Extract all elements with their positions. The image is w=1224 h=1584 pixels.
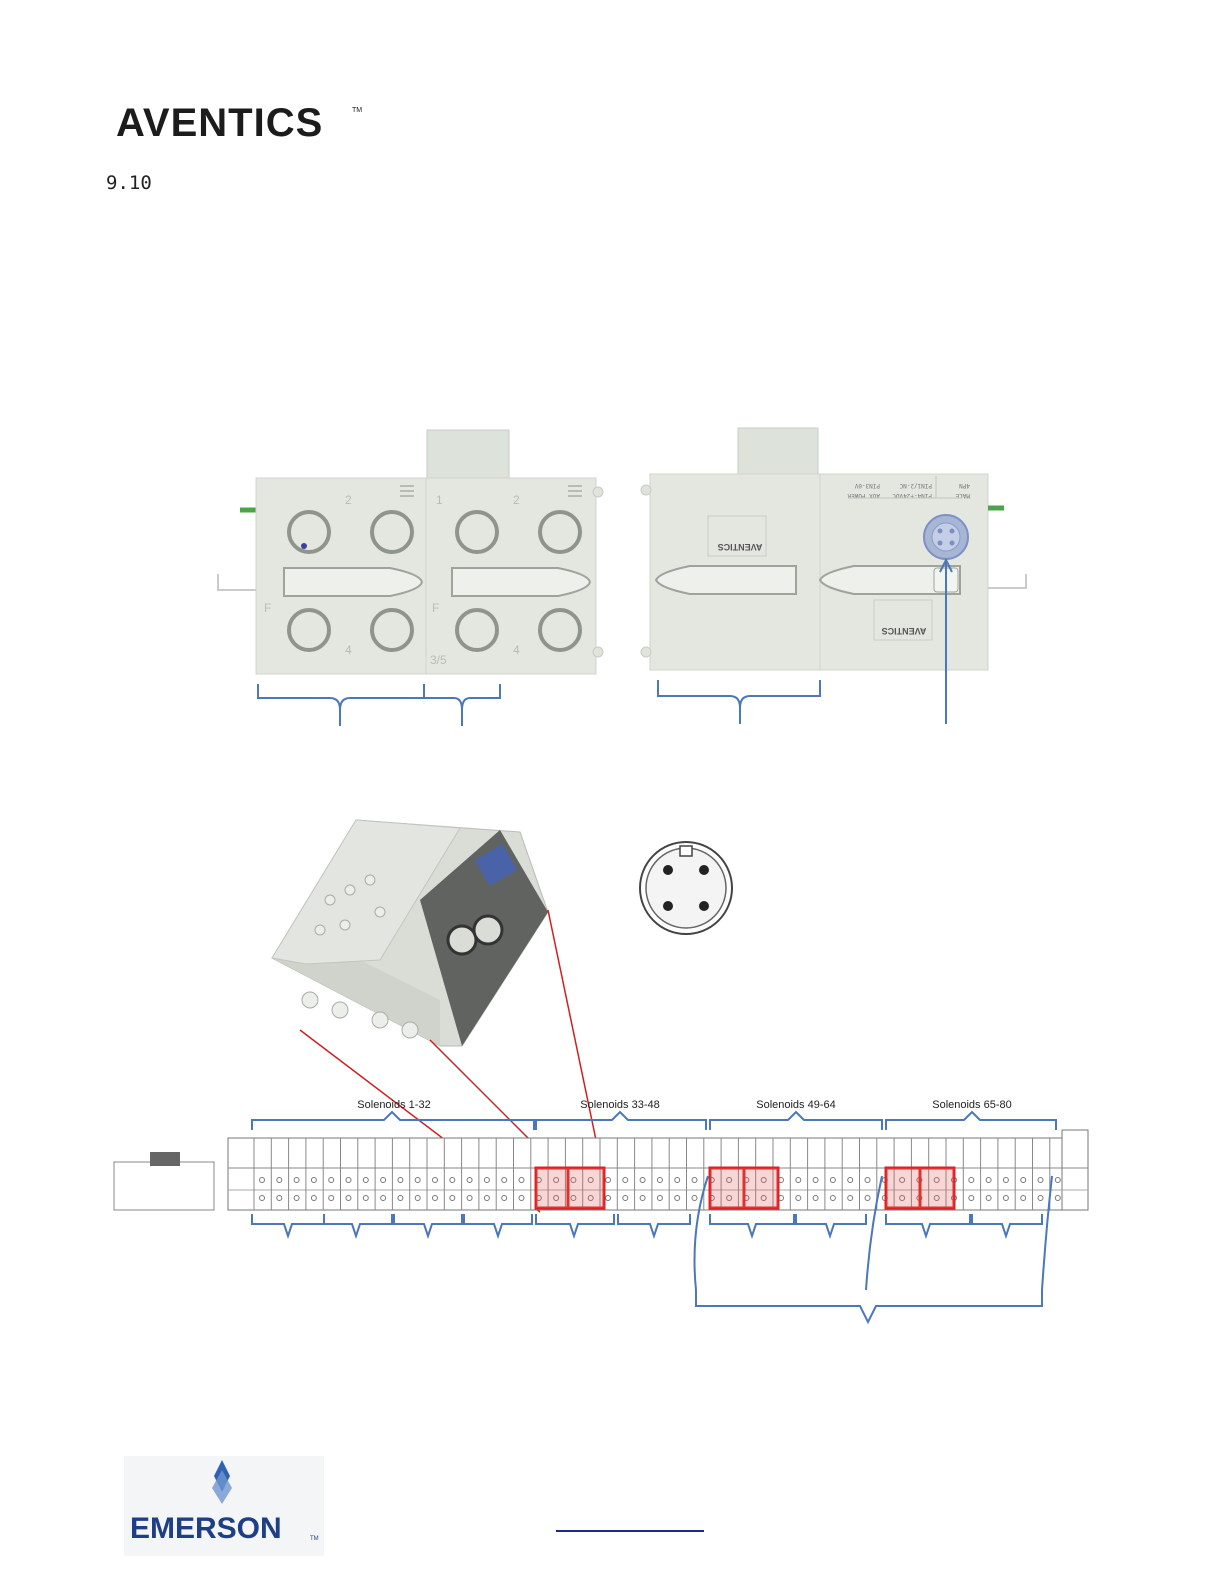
connector-pinout-icon	[640, 842, 732, 934]
emerson-logo: EMERSON TM	[124, 1456, 324, 1556]
svg-text:3/5: 3/5	[430, 653, 447, 667]
svg-text:AVENTICS: AVENTICS	[718, 542, 763, 552]
front-end-plate: 2 4 F 1 2 F 4 3/5	[218, 430, 603, 674]
svg-text:PIN3-0V: PIN3-0V	[854, 482, 880, 489]
svg-text:1: 1	[436, 493, 443, 507]
svg-text:4PN: 4PN	[959, 482, 970, 489]
svg-text:F: F	[432, 601, 439, 615]
svg-text:PIN1/2-NC: PIN1/2-NC	[899, 482, 932, 489]
solenoid-group-brackets	[252, 1112, 1056, 1130]
group-label-3: Solenoids 49-64	[756, 1099, 836, 1111]
group-label-4: Solenoids 65-80	[932, 1099, 1012, 1111]
front-brackets	[258, 684, 500, 726]
footer-link-underline[interactable]	[556, 1530, 704, 1532]
rear-end-plate: AVENTICS AVENTICS 4PN MALE PIN1/2-NC PIN…	[641, 428, 1026, 670]
isometric-module-view	[272, 820, 548, 1046]
group-label-2: Solenoids 33-48	[580, 1099, 660, 1111]
svg-text:2: 2	[513, 493, 520, 507]
group-label-1: Solenoids 1-32	[357, 1099, 430, 1111]
svg-text:F: F	[264, 601, 271, 615]
svg-text:2: 2	[345, 493, 352, 507]
svg-text:4: 4	[513, 643, 520, 657]
aux-power-connector-icon	[924, 515, 968, 559]
svg-text:4: 4	[345, 643, 352, 657]
svg-text:AVENTICS: AVENTICS	[882, 626, 927, 636]
svg-text:EMERSON: EMERSON	[130, 1512, 282, 1545]
manifold-strip	[114, 1130, 1088, 1210]
svg-text:TM: TM	[310, 1536, 319, 1542]
